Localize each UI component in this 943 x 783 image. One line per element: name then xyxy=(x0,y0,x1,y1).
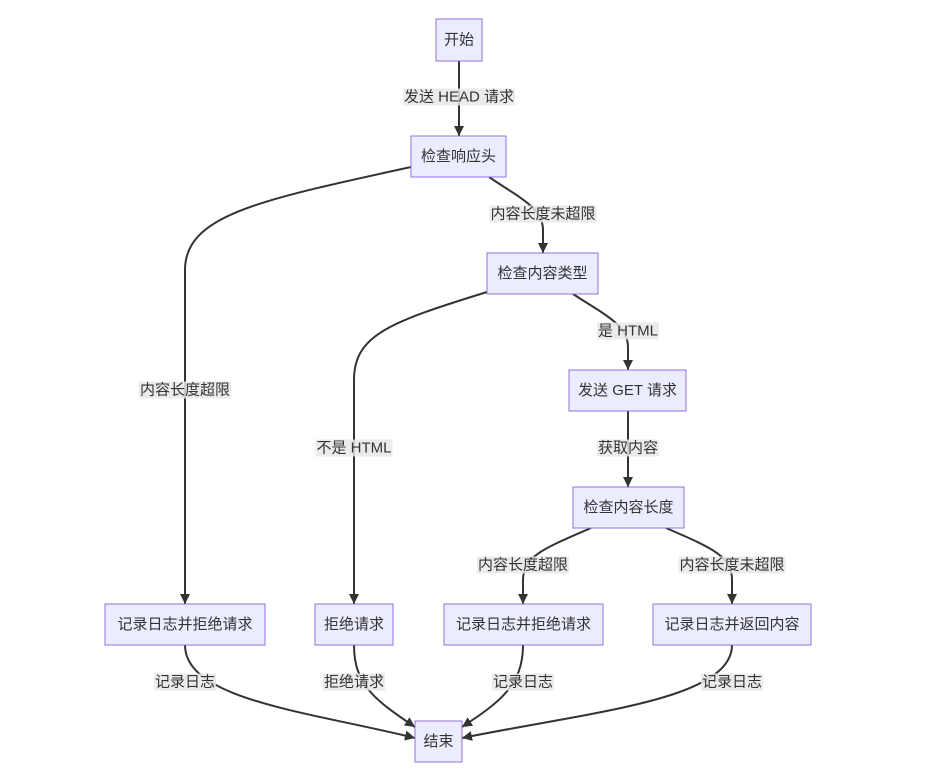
node-log-reject-right: 记录日志并拒绝请求 xyxy=(443,603,604,646)
edge-label-check-length-to-log-reject-right: 内容长度超限 xyxy=(476,556,570,574)
edge-label-text: 内容长度超限 xyxy=(478,557,568,574)
edge-label-log-reject-right-to-end: 记录日志 xyxy=(491,673,555,691)
node-log-reject-left-label: 记录日志并拒绝请求 xyxy=(117,616,252,633)
edge-label-reject-to-end: 拒绝请求 xyxy=(322,673,386,691)
edge-log-reject-left-to-end xyxy=(184,644,416,741)
edge-label-text: 内容长度超限 xyxy=(140,382,230,399)
edge-label-text: 记录日志 xyxy=(493,674,553,691)
edge-check-type-to-reject xyxy=(349,291,488,604)
node-send-get: 发送 GET 请求 xyxy=(568,369,687,412)
edge-label-text: 获取内容 xyxy=(598,440,658,457)
node-start: 开始 xyxy=(435,18,483,62)
edge-label-text: 内容长度未超限 xyxy=(490,206,595,223)
edge-label-text: 不是 HTML xyxy=(316,440,391,457)
edge-label-check-type-to-reject: 不是 HTML xyxy=(315,439,393,457)
edge-label-text: 发送 HEAD 请求 xyxy=(404,89,514,106)
edge-label-check-type-to-send-get: 是 HTML xyxy=(596,322,660,340)
node-check-length-label: 检查内容长度 xyxy=(583,499,673,516)
edge-label-send-get-to-check-length: 获取内容 xyxy=(596,439,660,457)
nodes: 开始 检查响应头 检查内容类型 发送 GET 请求 检查内容长度 记录日志并拒绝… xyxy=(104,18,812,763)
edge-label-start-to-check-headers: 发送 HEAD 请求 xyxy=(402,88,516,106)
edge-check-headers-to-log-reject-left xyxy=(180,166,412,604)
edge-log-reject-right-to-end xyxy=(461,644,524,728)
node-end-label: 结束 xyxy=(423,733,453,750)
node-log-reject-right-label: 记录日志并拒绝请求 xyxy=(456,616,591,633)
node-log-return: 记录日志并返回内容 xyxy=(652,603,812,646)
edge-label-text: 内容长度未超限 xyxy=(679,557,784,574)
node-check-length: 检查内容长度 xyxy=(572,486,685,529)
edge-label-check-length-to-log-return: 内容长度未超限 xyxy=(678,556,786,574)
node-reject-label: 拒绝请求 xyxy=(324,616,384,633)
edge-check-length-to-log-reject-right xyxy=(518,527,592,604)
node-check-type-label: 检查内容类型 xyxy=(497,265,587,282)
node-check-headers: 检查响应头 xyxy=(410,135,507,178)
edge-label-check-headers-to-log-reject-left: 内容长度超限 xyxy=(138,381,232,399)
edge-labels: 发送 HEAD 请求 内容长度超限 内容长度未超限 不是 HTML 是 HTML… xyxy=(138,88,786,691)
edge-label-check-headers-to-check-type: 内容长度未超限 xyxy=(489,205,597,223)
node-log-reject-left: 记录日志并拒绝请求 xyxy=(104,603,266,646)
node-check-headers-label: 检查响应头 xyxy=(421,147,496,165)
node-reject: 拒绝请求 xyxy=(314,603,394,646)
node-end: 结束 xyxy=(414,720,463,763)
edge-label-text: 拒绝请求 xyxy=(324,674,384,691)
node-log-return-label: 记录日志并返回内容 xyxy=(664,616,799,633)
edge-reject-to-end xyxy=(353,644,416,728)
edge-log-return-to-end xyxy=(461,644,733,741)
edge-label-log-return-to-end: 记录日志 xyxy=(700,673,764,691)
node-check-type: 检查内容类型 xyxy=(486,252,599,295)
edge-check-length-to-log-return xyxy=(665,527,737,604)
edge-label-log-reject-left-to-end: 记录日志 xyxy=(153,673,217,691)
edge-label-text: 记录日志 xyxy=(702,674,762,691)
node-start-label: 开始 xyxy=(444,32,474,49)
edge-label-text: 是 HTML xyxy=(598,323,658,340)
edge-label-text: 记录日志 xyxy=(155,674,215,691)
node-send-get-label: 发送 GET 请求 xyxy=(578,382,677,399)
